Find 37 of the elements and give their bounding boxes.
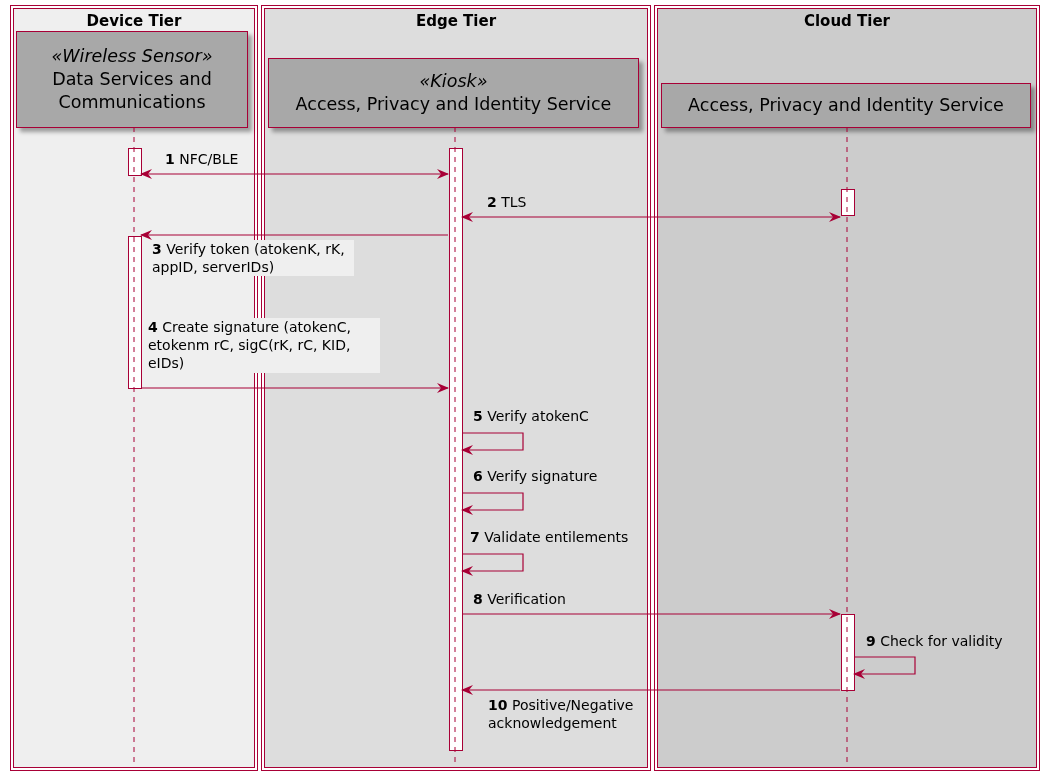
participant-box: [16, 31, 248, 128]
message-arrow: [140, 169, 449, 179]
message-label: 7 Validate entilements: [470, 528, 629, 547]
participant-box: [661, 83, 1031, 128]
participant-name: Access, Privacy and Identity Service: [688, 94, 1004, 117]
participant-name: Access, Privacy and Identity Service: [295, 93, 612, 116]
participant-box: [268, 58, 639, 128]
message-arrow: [461, 609, 841, 619]
message-label: 6 Verify signature: [473, 467, 598, 486]
stereotype-label: «Kiosk»: [419, 70, 488, 93]
message-arrow: [461, 212, 841, 222]
message-label: 1 NFC/BLE: [165, 150, 239, 169]
message-arrow: [461, 553, 524, 576]
activation-bar: [128, 148, 142, 176]
message-arrow: [461, 685, 841, 695]
message-arrow: [461, 432, 524, 455]
message-arrow: [461, 492, 524, 515]
tier-heading: Device Tier: [85, 12, 183, 30]
message-label: 2 TLS: [487, 193, 527, 212]
activation-bar: [841, 189, 855, 216]
message-label: 9 Check for validity: [866, 632, 1003, 651]
message-label: 4 Create signature (atokenC, etokenm rC, sigC(rK, rC, KID, eIDs): [146, 318, 380, 373]
swimlane-band: [654, 5, 1040, 771]
message-label: 10 Positive/Negative acknowledgement: [488, 696, 635, 733]
stereotype-label: «Wireless Sensor»: [51, 45, 213, 69]
message-label: 8 Verification: [473, 590, 566, 609]
activation-bar: [128, 236, 142, 389]
activation-bar: [841, 614, 855, 691]
tier-heading: Edge Tier: [414, 12, 498, 30]
participant-name: Data Services and Communications: [51, 68, 213, 114]
activation-bar: [449, 148, 463, 751]
message-arrow: [140, 230, 449, 240]
tier-heading: Cloud Tier: [802, 12, 891, 30]
message-label: 3 Verify token (atokenK, rK, appID, serverIDs): [150, 240, 354, 277]
message-arrow: [853, 656, 916, 679]
message-label: 5 Verify atokenC: [473, 407, 589, 426]
message-arrow: [140, 383, 449, 393]
